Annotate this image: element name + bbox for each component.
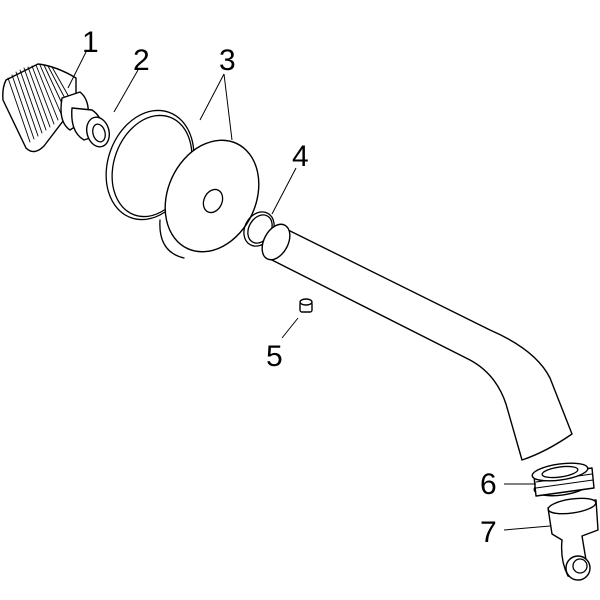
callout-6: 6 (480, 468, 497, 501)
leader-2 (113, 69, 139, 113)
part-1-threaded-connector (2, 63, 111, 153)
callout-labels: 1 2 3 4 5 6 7 (82, 26, 497, 549)
part-7-ball-joint (547, 497, 599, 581)
callout-5: 5 (266, 340, 283, 373)
callout-4: 4 (292, 140, 309, 173)
callout-3: 3 (219, 44, 236, 77)
callout-1: 1 (82, 26, 99, 59)
leader-lines (67, 51, 551, 531)
callout-2: 2 (133, 44, 150, 77)
leader-1 (67, 51, 87, 89)
callout-7: 7 (480, 516, 497, 549)
leader-4 (271, 167, 297, 215)
part-5-set-screw (299, 298, 313, 313)
part-3-wall-flange (159, 139, 260, 259)
leader-5 (281, 317, 299, 339)
leader-3a (199, 73, 225, 121)
shower-arm (261, 223, 573, 461)
leader-7 (503, 525, 551, 531)
part-6-flow-limiter (531, 462, 595, 497)
leader-3b (223, 73, 233, 141)
